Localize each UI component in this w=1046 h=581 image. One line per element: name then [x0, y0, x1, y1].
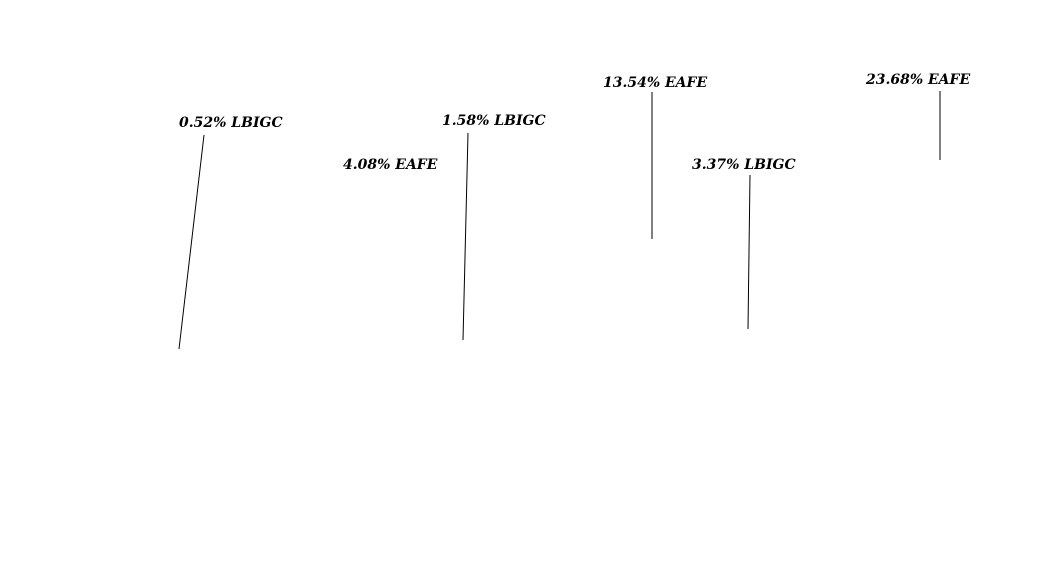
data-label-lbigc-3: 3.37% LBIGC: [692, 157, 796, 173]
data-label-eafe-1: 4.08% EAFE: [343, 157, 438, 173]
leader-line-lbigc-1: [178, 134, 205, 350]
data-label-lbigc-1: 0.52% LBIGC: [179, 115, 283, 131]
leader-line-lbigc-2: [462, 132, 469, 341]
leader-line-lbigc-3: [747, 174, 751, 330]
data-label-eafe-3: 23.68% EAFE: [865, 72, 970, 88]
data-label-eafe-2: 13.54% EAFE: [603, 75, 707, 91]
data-label-lbigc-2: 1.58% LBIGC: [442, 113, 546, 129]
